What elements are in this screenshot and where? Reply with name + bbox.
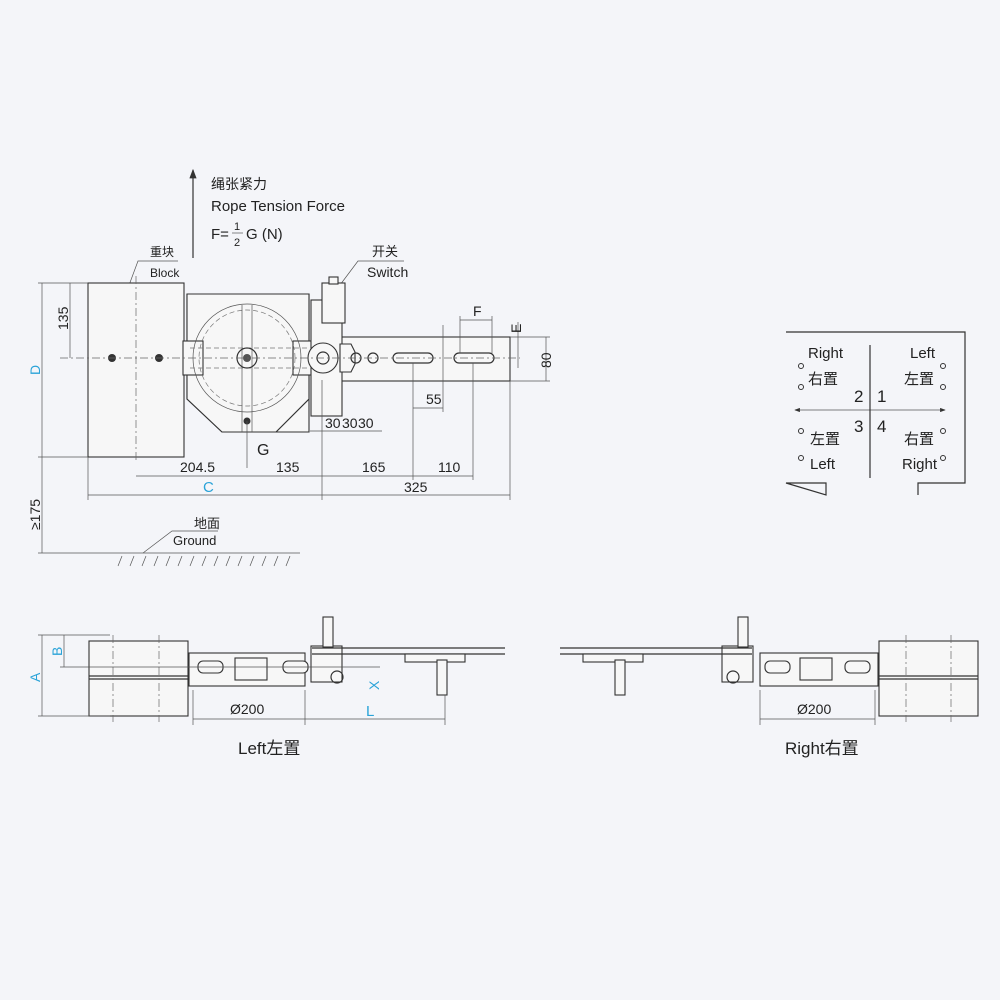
dim-l: L (366, 703, 374, 720)
dim-d: D (27, 365, 43, 375)
weight-label-g: G (257, 442, 269, 459)
ground-label-zh: 地面 (194, 516, 220, 531)
q2-label-zh: 右置 (808, 371, 838, 388)
dim-80: 80 (538, 352, 554, 368)
dim-204-5: 204.5 (180, 459, 215, 475)
switch-callout: 开关 Switch (339, 244, 408, 286)
right-side-view: Ø200 Right右置 (560, 616, 979, 758)
q1-label-zh: 左置 (904, 371, 934, 388)
dim-135-horizontal: 135 (276, 459, 300, 475)
orientation-diagram: Right 右置 2 Left 左置 1 3 左置 Left 4 右置 Righ… (785, 331, 966, 496)
dim-f: F (473, 303, 482, 319)
q3-label-zh: 左置 (810, 431, 840, 448)
top-view: G (60, 276, 520, 468)
left-side-view: A B X Ø200 L Left左置 (27, 616, 505, 758)
ground: 地面 Ground (38, 516, 300, 567)
q4-label-en: Right (902, 456, 938, 473)
block-callout: 重块 Block (124, 245, 180, 297)
force-denominator: 2 (234, 237, 240, 249)
dim-e: E (508, 324, 524, 333)
q3-number: 3 (854, 417, 863, 436)
tension-force-annotation: 绳张紧力 Rope Tension Force F= 1 2 G (N) (189, 168, 345, 258)
force-formula-prefix: F= (211, 226, 229, 243)
left-view-title: Left左置 (238, 739, 300, 758)
block-label-zh: 重块 (150, 245, 174, 259)
dim-diameter-right: Ø200 (797, 701, 831, 717)
dim-b: B (49, 647, 65, 656)
dim-a: A (27, 672, 43, 682)
dim-30-b: 30 (342, 415, 358, 431)
q4-label-zh: 右置 (904, 431, 934, 448)
dim-55: 55 (426, 391, 442, 407)
dim-c: C (203, 479, 214, 496)
switch-body (321, 282, 346, 324)
q1-number: 1 (877, 387, 886, 406)
force-label-en: Rope Tension Force (211, 198, 345, 215)
switch-label-en: Switch (367, 264, 408, 280)
force-label-zh: 绳张紧力 (211, 176, 267, 192)
force-formula-suffix: G (N) (246, 226, 283, 243)
q2-number: 2 (854, 387, 863, 406)
block-label-en: Block (150, 266, 180, 280)
dim-325: 325 (404, 479, 428, 495)
dim-165: 165 (362, 459, 386, 475)
dim-175: ≥175 (27, 499, 43, 530)
dim-diameter-left: Ø200 (230, 701, 264, 717)
force-numerator: 1 (234, 221, 240, 233)
ground-label-en: Ground (173, 533, 216, 548)
right-view-title: Right右置 (785, 739, 859, 758)
q4-number: 4 (877, 417, 886, 436)
dim-30-c: 30 (358, 415, 374, 431)
q2-label-en: Right (808, 345, 844, 362)
pulley-frame (186, 293, 310, 433)
q1-label-en: Left (910, 345, 936, 362)
top-dimensions: D 135 ≥175 204.5 135 165 110 C 325 55 30… (27, 282, 554, 553)
switch-label-zh: 开关 (372, 244, 398, 259)
dim-30-a: 30 (325, 415, 341, 431)
dim-110: 110 (438, 459, 461, 475)
mounting-arm (337, 336, 511, 382)
dim-135-vertical: 135 (55, 306, 71, 330)
q3-label-en: Left (810, 456, 836, 473)
dim-x: X (366, 680, 382, 690)
